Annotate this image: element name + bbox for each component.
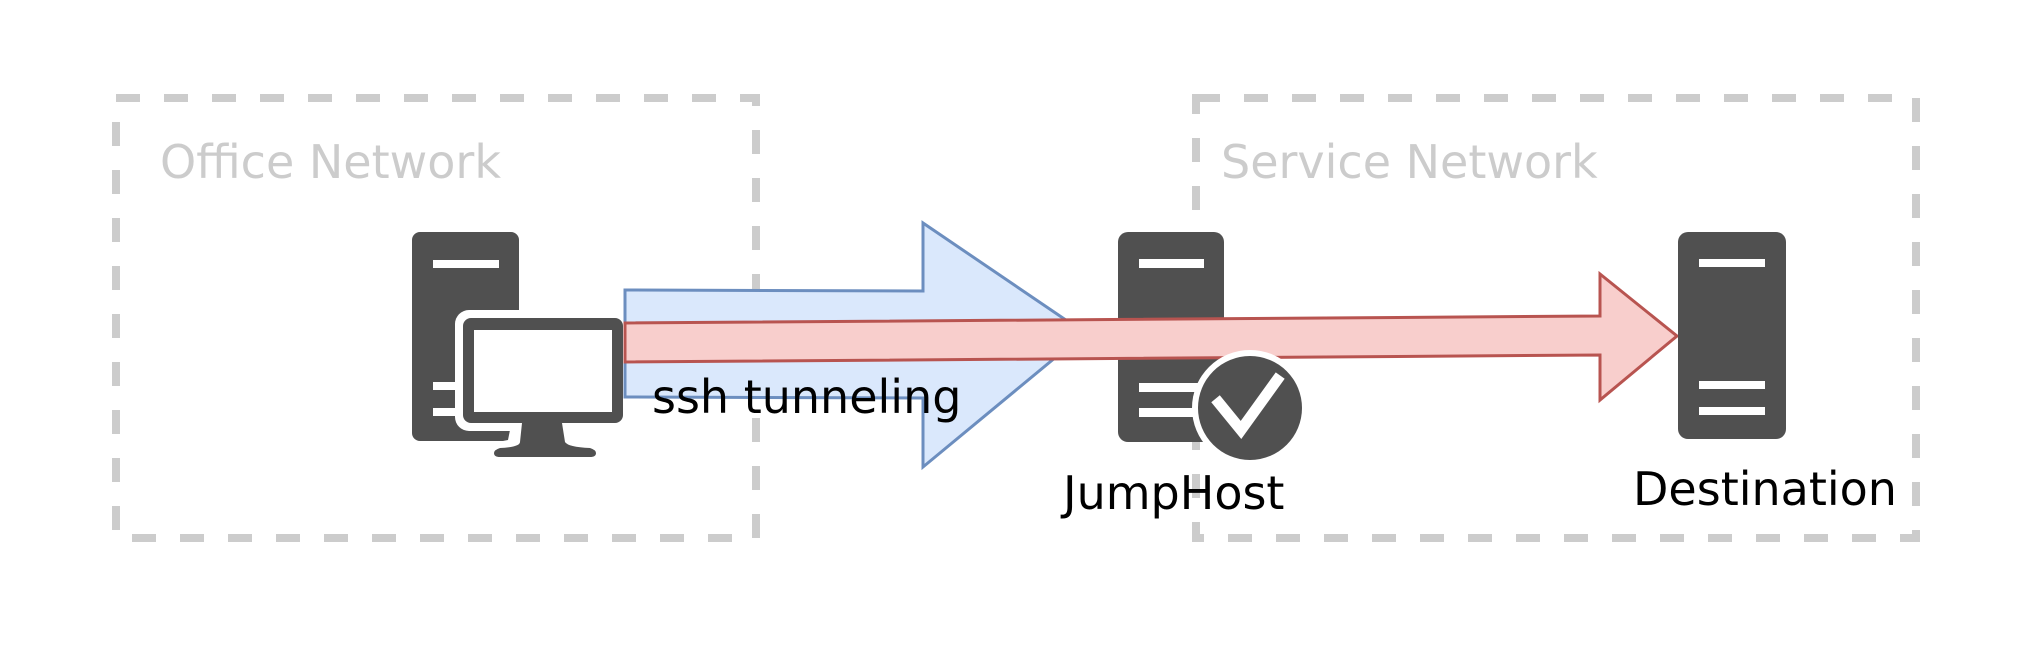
check-circle-icon	[1198, 356, 1302, 460]
office-network-border	[112, 94, 760, 542]
group-service-network: Service Network	[1192, 94, 1920, 542]
service-network-border	[1192, 94, 1920, 542]
ssh-tunneling-label: ssh tunneling	[652, 370, 961, 424]
forwarded-connection-arrow	[623, 270, 1680, 404]
service-network-label: Service Network	[1221, 135, 1598, 189]
jumphost-bar	[1139, 408, 1204, 417]
jumphost-bar	[1139, 383, 1204, 392]
check-badge	[1192, 350, 1308, 466]
jumphost-bar	[1139, 259, 1204, 268]
office-network-label: Office Network	[160, 135, 501, 189]
destination-label: Destination	[1633, 462, 1897, 516]
client-computer[interactable]	[412, 232, 631, 464]
edge-forwarded-connection	[623, 270, 1680, 404]
destination-bar	[1699, 407, 1765, 415]
monitor-screen	[474, 330, 612, 412]
jumphost-label: JumpHost	[1060, 466, 1284, 520]
monitor-stand	[494, 423, 596, 457]
desktop-computer-icon	[412, 232, 631, 464]
pc-tower-bar	[433, 408, 473, 416]
destination-node[interactable]	[1678, 232, 1786, 439]
destination-bar	[1699, 381, 1765, 389]
pc-tower-bar	[433, 382, 473, 390]
group-office-network: Office Network	[112, 94, 760, 542]
pc-tower-bar	[433, 260, 499, 268]
server-icon	[1678, 232, 1786, 439]
destination-bar	[1699, 259, 1765, 267]
checkmark-icon	[1211, 372, 1285, 440]
